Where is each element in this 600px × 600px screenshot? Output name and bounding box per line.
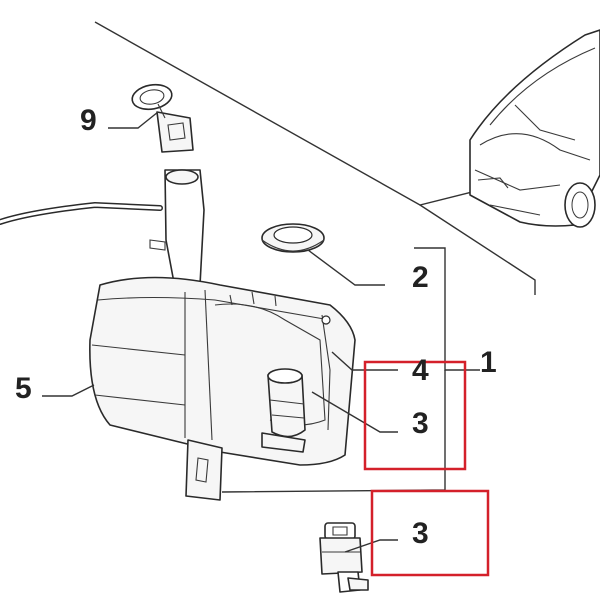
callout-3-upper: 3 (412, 407, 429, 440)
filler-cap (131, 83, 194, 153)
level-sensor (321, 314, 331, 431)
highlight-boxes (363, 360, 490, 577)
callout-labels: 9 2 1 4 3 5 3 (15, 104, 497, 550)
washer-pump-in-tank (261, 368, 306, 453)
callout-2: 2 (412, 261, 429, 294)
washer-reservoir (89, 169, 356, 501)
highlight-box-upper (363, 360, 467, 471)
callout-5: 5 (15, 372, 32, 405)
callout-9: 9 (80, 104, 97, 137)
callout-4: 4 (412, 354, 429, 387)
callout-3-lower: 3 (412, 517, 429, 550)
callout-1: 1 (480, 346, 497, 379)
highlight-box-lower (370, 489, 490, 577)
car-illustration (469, 29, 600, 228)
washer-pump (319, 522, 369, 593)
grommet (261, 223, 325, 253)
